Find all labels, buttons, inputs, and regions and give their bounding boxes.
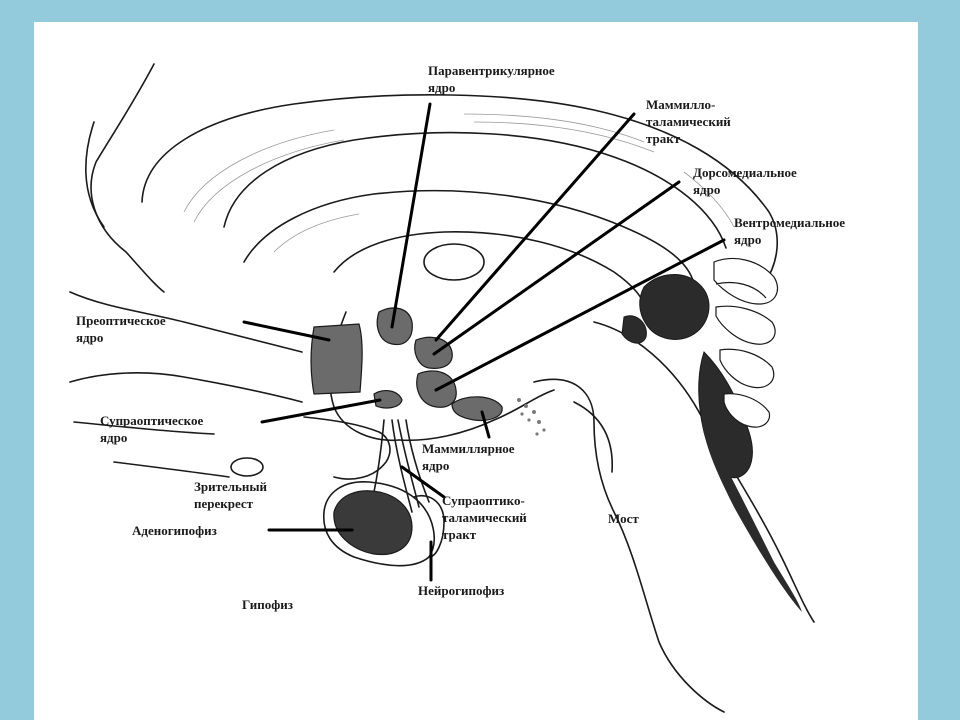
label-mammillothalamic-tract: Маммилло- таламический тракт xyxy=(646,96,731,147)
infundibulum xyxy=(373,419,385,493)
label-preoptic-nucleus: Преоптическое ядро xyxy=(76,312,166,346)
label-line: Гипофиз xyxy=(242,597,293,612)
corpus-callosum-inner xyxy=(223,131,727,249)
leader-ventromedial xyxy=(434,238,726,392)
label-line: Аденогипофиз xyxy=(132,523,217,538)
label-line: Маммилло- xyxy=(646,97,716,112)
label-line: тракт xyxy=(646,131,681,146)
label-line: Дорсомедиальное xyxy=(693,165,797,180)
preoptic-nucleus xyxy=(310,323,363,395)
label-line: ядро xyxy=(693,182,721,197)
label-line: ядро xyxy=(100,430,128,445)
label-optic-chiasm: Зрительный перекрест xyxy=(194,478,267,512)
leader-paraventricular xyxy=(390,102,432,329)
label-adenohypophysis: Аденогипофиз xyxy=(132,522,217,539)
supraoptic-tract xyxy=(391,419,413,513)
label-line: Преоптическое xyxy=(76,313,166,328)
ventricle-arc-inner xyxy=(333,231,647,315)
fourth-ventricle xyxy=(702,422,802,612)
label-line: таламический xyxy=(442,510,527,525)
cortex-outline xyxy=(69,291,303,353)
label-hypophysis: Гипофиз xyxy=(242,596,293,613)
leader-preoptic xyxy=(242,320,331,342)
cortex-outline xyxy=(73,421,215,435)
optic-nerve xyxy=(303,416,391,480)
cortex-outline xyxy=(90,63,165,293)
label-line: Супраоптическое xyxy=(100,413,204,428)
leader-supraopticothalamic xyxy=(400,465,446,499)
pituitary-outline xyxy=(323,481,435,567)
label-line: тракт xyxy=(442,527,477,542)
leader-dorsomedial xyxy=(432,180,681,356)
label-neurohypophysis: Нейрогипофиз xyxy=(418,582,504,599)
massa-intermedia xyxy=(423,243,485,281)
leader-mammillothalamic xyxy=(434,112,636,342)
mammillary-nucleus-shape xyxy=(451,396,503,422)
label-line: Нейрогипофиз xyxy=(418,583,505,598)
adenohypophysis-shape xyxy=(333,490,413,556)
corpus-callosum-outer xyxy=(141,94,779,285)
label-line: Маммиллярное xyxy=(422,441,515,456)
label-dorsomedial-nucleus: Дорсомедиальное ядро xyxy=(693,164,797,198)
third-ventricle-floor xyxy=(398,389,555,442)
label-line: таламический xyxy=(646,114,731,129)
diagram-panel: Паравентрикулярное ядро Маммилло- талами… xyxy=(34,22,918,720)
label-ventromedial-nucleus: Вентромедиальное ядро xyxy=(734,214,845,248)
supraoptic-nucleus-shape xyxy=(373,390,403,409)
brainstem-front xyxy=(533,378,725,713)
infundibulum xyxy=(405,419,430,503)
label-line: Вентромедиальное xyxy=(734,215,846,230)
label-supraoptic-nucleus: Супраоптическое ядро xyxy=(100,412,203,446)
label-line: ядро xyxy=(76,330,104,345)
pons-curve xyxy=(573,401,614,473)
cortex-outline xyxy=(113,461,230,478)
label-line: ядро xyxy=(734,232,762,247)
label-line: ядро xyxy=(422,458,450,473)
neurohypophysis-outline xyxy=(413,495,445,558)
ventricle-arc xyxy=(243,189,695,285)
label-supraopticothalamic-tract: Супраоптико- таламический тракт xyxy=(442,492,527,543)
leader-supraoptic xyxy=(260,398,382,424)
label-line: Мост xyxy=(608,511,639,526)
cortex-outline xyxy=(85,121,105,228)
leader-mammillary xyxy=(480,410,491,439)
optic-chiasm xyxy=(230,457,264,477)
label-mammillary-nucleus: Маммиллярное ядро xyxy=(422,440,515,474)
label-line: Паравентрикулярное xyxy=(428,63,555,78)
cortex-outline xyxy=(69,372,303,403)
label-line: Зрительный xyxy=(194,479,268,494)
label-line: перекрест xyxy=(194,496,254,511)
cerebellum-folia xyxy=(713,257,779,428)
supraoptic-tract xyxy=(397,419,420,508)
label-line: ядро xyxy=(428,80,456,95)
label-pons: Мост xyxy=(608,510,639,527)
label-paraventricular-nucleus: Паравентрикулярное ядро xyxy=(428,62,555,96)
brain-sagittal-section xyxy=(69,63,815,713)
paraventricular-nucleus-shape xyxy=(376,307,413,346)
label-line: Супраоптико- xyxy=(442,493,525,508)
